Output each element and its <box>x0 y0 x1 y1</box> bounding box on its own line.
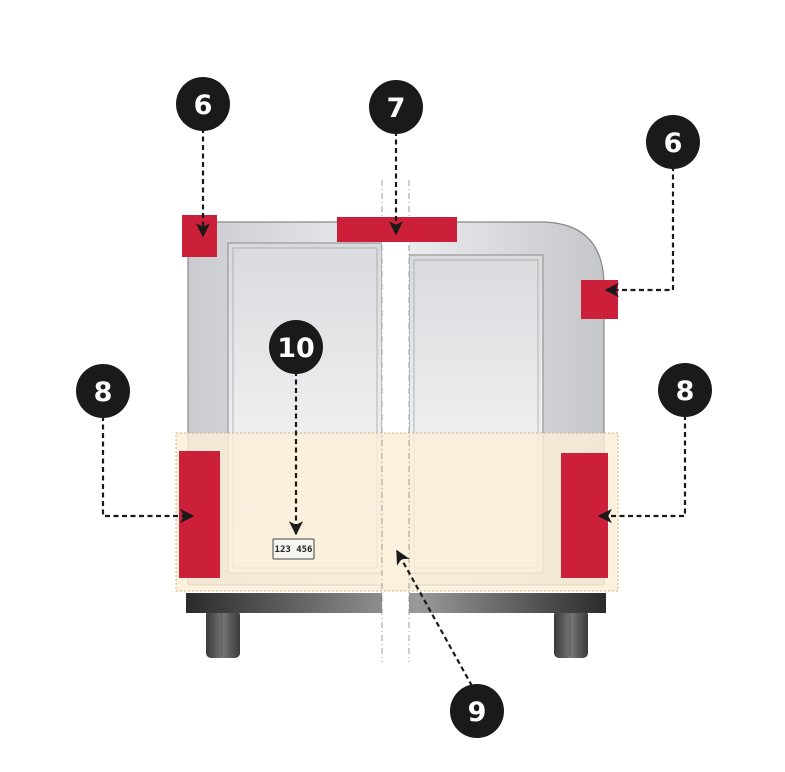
license-plate <box>272 538 315 560</box>
marking-6-top-left <box>182 215 217 257</box>
svg-text:8: 8 <box>676 376 695 407</box>
tire-right <box>554 610 588 658</box>
callout-7: 7 <box>369 80 423 134</box>
marking-8-left <box>179 451 220 578</box>
callout-8-left: 8 <box>76 364 130 418</box>
leader-6-right <box>604 166 675 298</box>
leader-9 <box>396 549 473 687</box>
marking-6-right <box>581 280 618 319</box>
callout-6-right: 6 <box>646 115 700 169</box>
tire-left <box>206 610 240 658</box>
svg-text:7: 7 <box>387 93 406 124</box>
reflective-band <box>175 432 619 592</box>
svg-text:9: 9 <box>468 697 487 728</box>
callout-8-right: 8 <box>658 363 712 417</box>
marking-8-right <box>561 453 608 578</box>
callout-9: 9 <box>450 684 504 738</box>
svg-text:6: 6 <box>194 90 213 121</box>
license-plate-text: 123 456 <box>275 545 313 555</box>
callout-6-left: 6 <box>176 77 230 131</box>
svg-text:10: 10 <box>277 333 315 364</box>
svg-text:6: 6 <box>664 128 683 159</box>
svg-text:8: 8 <box>94 377 113 408</box>
callout-10: 10 <box>269 320 323 374</box>
